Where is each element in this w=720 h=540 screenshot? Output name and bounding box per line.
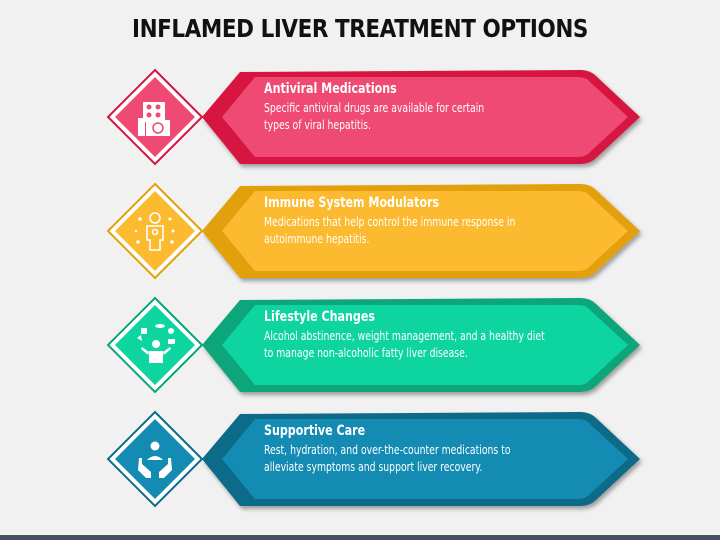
arrow-shape <box>106 296 640 394</box>
arrow-shape <box>106 182 640 280</box>
immune-person-icon <box>146 212 164 251</box>
option-description: Medications that help control the immune… <box>264 215 516 246</box>
juggling-person-icon <box>137 324 175 363</box>
treatment-option-antiviral: Antiviral Medications Specific antiviral… <box>0 60 720 174</box>
page-title: INFLAMED LIVER TREATMENT OPTIONS <box>132 14 588 43</box>
arrow-shape <box>106 68 640 166</box>
option-heading: Immune System Modulators <box>264 195 440 211</box>
treatment-option-lifestyle: Lifestyle Changes Alcohol abstinence, we… <box>0 288 720 402</box>
option-heading: Lifestyle Changes <box>264 309 375 325</box>
option-heading: Antiviral Medications <box>264 81 397 97</box>
option-description: Alcohol abstinence, weight management, a… <box>264 329 545 360</box>
arrow-shape <box>106 410 640 508</box>
option-heading: Supportive Care <box>264 423 366 439</box>
option-description: Rest, hydration, and over-the-counter me… <box>264 443 511 474</box>
option-description: Specific antiviral drugs are available f… <box>264 101 485 132</box>
treatment-option-supportive: Supportive Care Rest, hydration, and ove… <box>0 402 720 516</box>
footer-bar <box>0 535 720 540</box>
treatment-option-immune: Immune System Modulators Medications tha… <box>0 174 720 288</box>
medicine-box-icon <box>138 102 170 136</box>
care-hands-icon <box>138 441 172 478</box>
